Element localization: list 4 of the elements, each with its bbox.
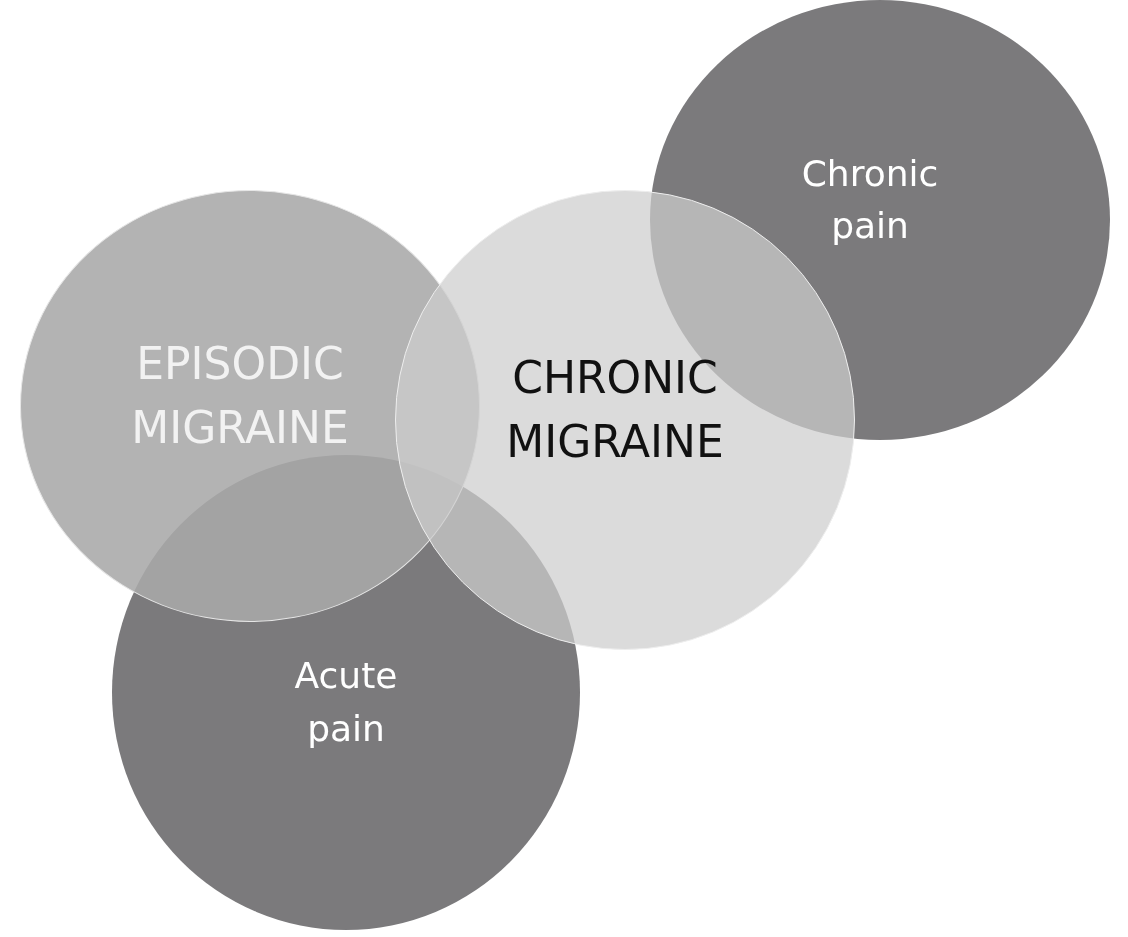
circle-label: Chronic pain: [800, 151, 940, 248]
circle-label: EPISODIC MIGRAINE: [130, 337, 350, 455]
circle-label: Acute pain: [293, 654, 399, 751]
circle-label: CHRONIC MIGRAINE: [505, 351, 725, 469]
